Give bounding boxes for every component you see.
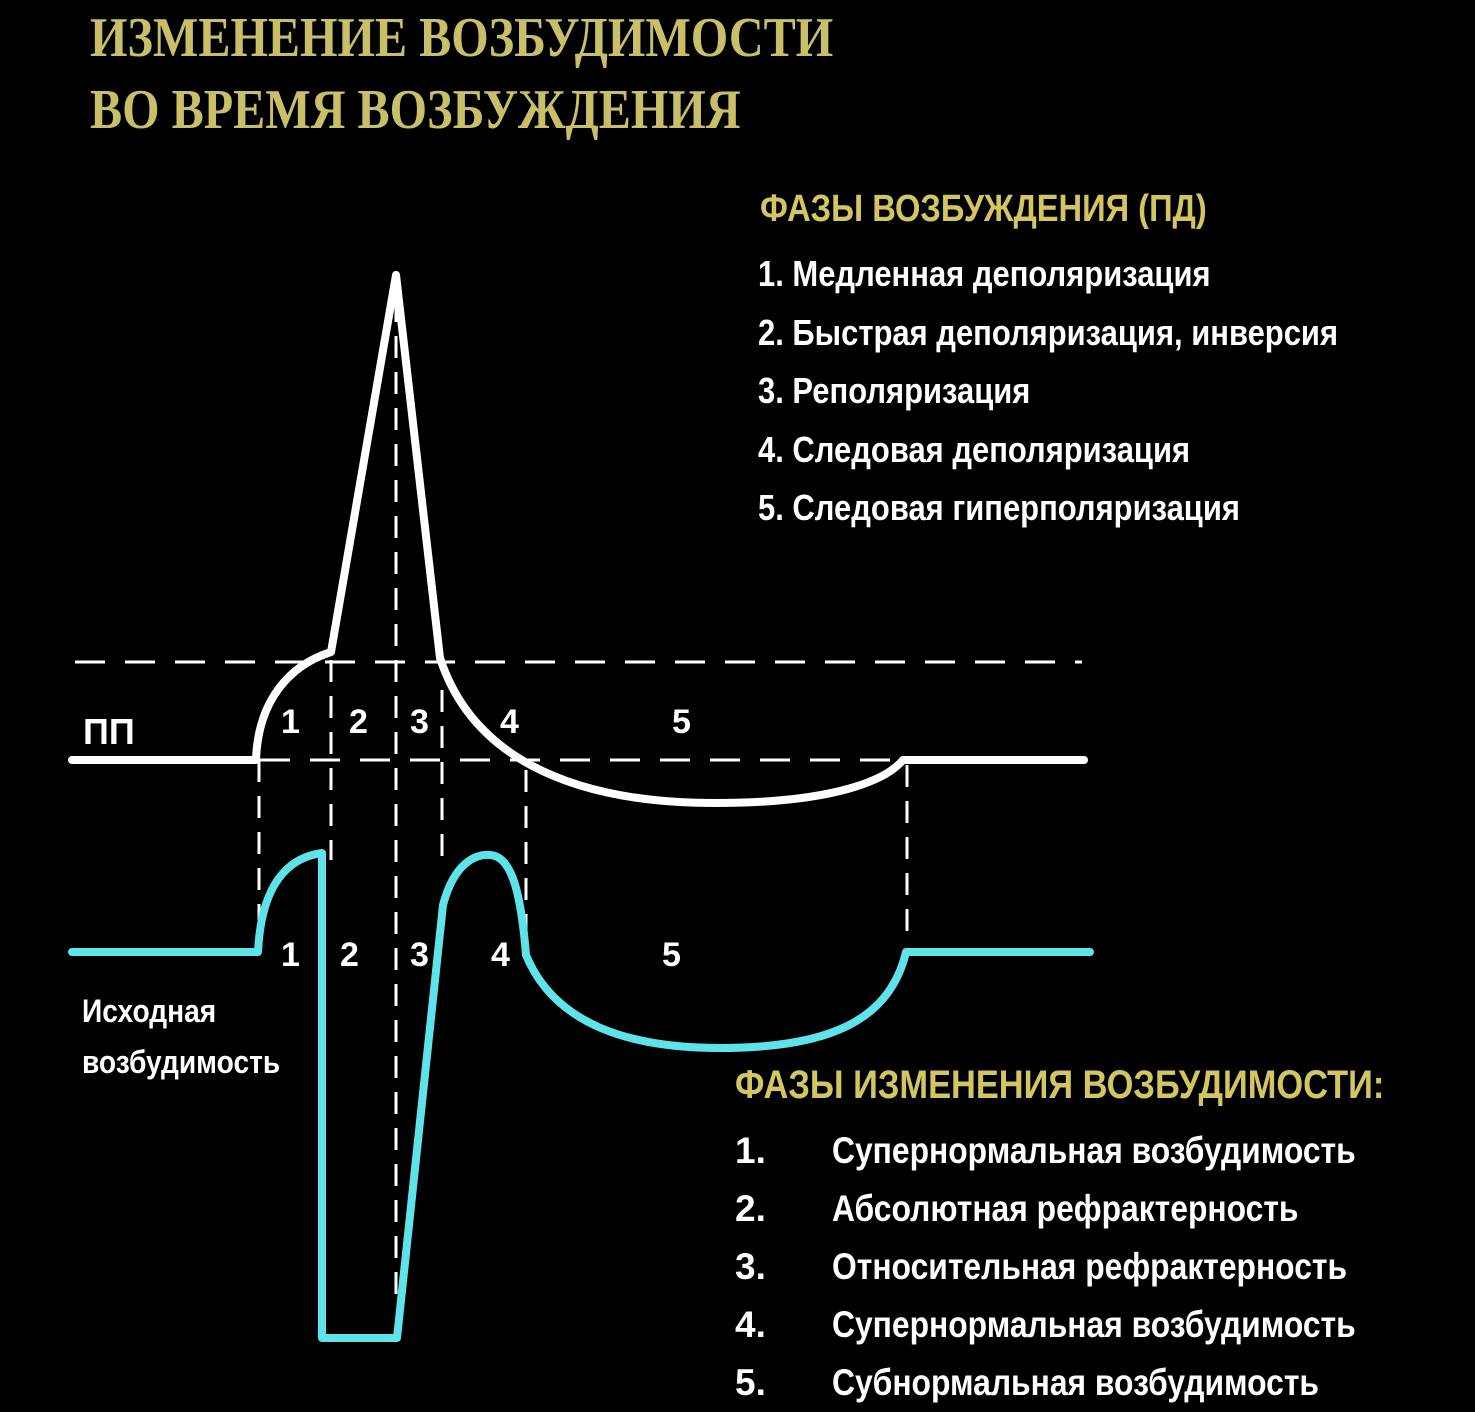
excitability-phase-number: 2 (340, 936, 359, 974)
ap-phase-number: 5 (672, 703, 691, 741)
excitability-phase-number: 5 (662, 936, 681, 974)
ap-phase-number: 3 (410, 703, 429, 741)
excitability-phase-text: Относительная рефрактерность (832, 1246, 1348, 1287)
ap-phases-list: 1. Медленная деполяризация 2. Быстрая де… (758, 245, 1338, 538)
ap-phase-number: 4 (500, 703, 519, 741)
ap-phase-item: 3. Реполяризация (758, 370, 1031, 411)
excitability-phase-number: 4. (735, 1304, 766, 1345)
excitability-phase-number: 3. (735, 1246, 766, 1287)
excitability-phase-number: 1 (281, 936, 300, 974)
baseline-excitability-label-line-2: возбудимость (82, 1045, 280, 1080)
excitability-phase-text: Абсолютная рефрактерность (832, 1188, 1299, 1229)
ap-phases-heading: ФАЗЫ ВОЗБУЖДЕНИЯ (ПД) (760, 188, 1207, 230)
excitability-curve (68, 849, 1094, 1342)
title-line-1: ИЗМЕНЕНИЕ ВОЗБУДИМОСТИ (90, 7, 834, 69)
excitability-phase-number: 4 (491, 936, 510, 974)
ap-phase-item: 5. Следовая гиперполяризация (758, 487, 1240, 528)
excitability-phase-number: 2. (735, 1188, 766, 1229)
ap-phase-number: 2 (349, 703, 368, 741)
ap-phase-item: 2. Быстрая деполяризация, инверсия (758, 311, 1339, 353)
excitability-phases-heading: ФАЗЫ ИЗМЕНЕНИЯ ВОЗБУДИМОСТИ: (735, 1063, 1385, 1107)
excitability-phase-number: 5. (735, 1362, 766, 1403)
excitability-phase-text: Субнормальная возбудимость (832, 1362, 1319, 1403)
excitability-phase-number: 3 (410, 936, 429, 974)
action-potential-curve (68, 271, 1088, 807)
ap-phase-number: 1 (281, 703, 300, 741)
excitability-phase-number: 1. (735, 1130, 766, 1171)
ap-phase-item: 1. Медленная деполяризация (758, 253, 1211, 294)
excitability-phase-text: Супернормальная возбудимость (832, 1304, 1356, 1345)
ap-phase-item: 4. Следовая деполяризация (758, 428, 1191, 470)
slide-title: ИЗМЕНЕНИЕ ВОЗБУДИМОСТИ ВО ВРЕМЯ ВОЗБУЖДЕ… (90, 2, 833, 146)
baseline-excitability-label-line-1: Исходная (82, 994, 216, 1029)
excitability-phase-text: Супернормальная возбудимость (832, 1130, 1356, 1171)
title-line-2: ВО ВРЕМЯ ВОЗБУЖДЕНИЯ (90, 79, 741, 141)
resting-potential-label: ПП (83, 711, 135, 752)
